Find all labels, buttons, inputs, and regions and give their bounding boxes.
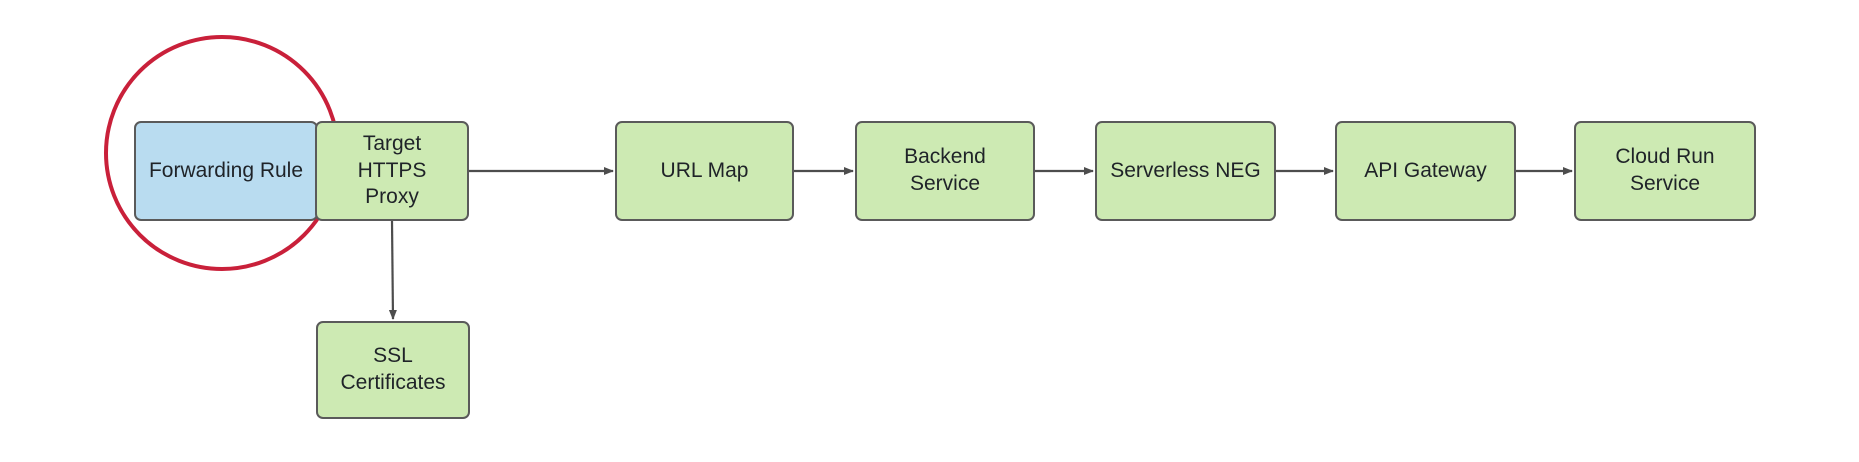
node-api-gateway[interactable]: API Gateway (1335, 121, 1516, 221)
node-backend-service[interactable]: Backend Service (855, 121, 1035, 221)
node-label-forwarding-rule: Forwarding Rule (148, 158, 304, 182)
node-serverless-neg[interactable]: Serverless NEG (1095, 121, 1276, 221)
edge-target-https-proxy-to-ssl-certificates (388, 220, 397, 320)
node-label-backend-service: Backend Service (904, 145, 986, 195)
node-forwarding-rule[interactable]: Forwarding Rule (134, 121, 318, 221)
node-url-map[interactable]: URL Map (615, 121, 794, 221)
node-label-url-map: URL Map (660, 158, 749, 182)
node-label-ssl-certificates: SSL Certificates (340, 344, 446, 394)
node-cloud-run-service[interactable]: Cloud Run Service (1574, 121, 1756, 221)
node-label-api-gateway: API Gateway (1364, 158, 1487, 182)
node-label-target-https-proxy: Target HTTPS Proxy (357, 131, 427, 209)
node-ssl-certificates[interactable]: SSL Certificates (316, 321, 470, 419)
node-label-cloud-run-service: Cloud Run Service (1615, 145, 1715, 195)
node-label-serverless-neg: Serverless NEG (1110, 158, 1261, 182)
node-target-https-proxy[interactable]: Target HTTPS Proxy (315, 121, 469, 221)
